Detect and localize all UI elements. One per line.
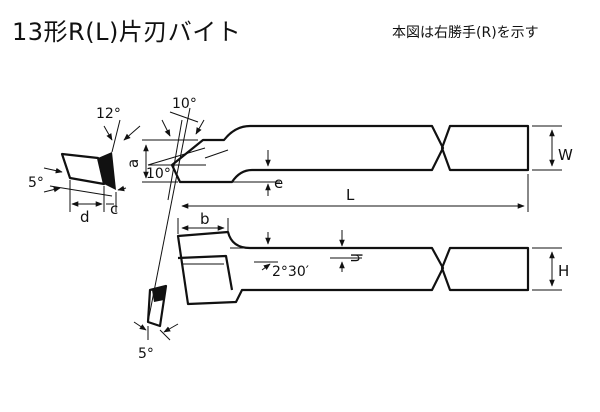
dim-d: d [80,208,90,226]
dim-L: L [346,186,355,204]
angle-top-left: 12° [96,106,121,122]
top-shank-end [440,124,530,172]
page-title: 13形R(L)片刃バイト [12,18,241,46]
side-view: b 2°30′ h H [176,210,569,306]
dim-H: H [558,262,569,280]
top-shank-outline [170,124,445,184]
angle-left: 5° [28,175,44,191]
top-view: a e W [124,124,573,196]
side-shank-outline [176,230,445,306]
angle-clearance: 2°30′ [272,264,309,280]
dim-e: e [274,174,283,192]
bottom-tip-detail: 5° [133,284,179,362]
construction-line [147,107,191,323]
dim-b: b [200,210,210,228]
dim-a: a [124,159,142,168]
dim-W: W [558,146,573,164]
dim-c: c [110,200,118,218]
angle-top-right: 10° [172,96,197,112]
tip-detail: d c 5° 12° [28,106,141,226]
top-edge-line [204,149,229,159]
orientation-note: 本図は右勝手(R)を示す [392,25,539,41]
angle-bottom: 5° [138,346,154,362]
side-shank-end [440,246,530,292]
angle-side: 10° [146,166,171,182]
dim-h: h [347,253,365,263]
